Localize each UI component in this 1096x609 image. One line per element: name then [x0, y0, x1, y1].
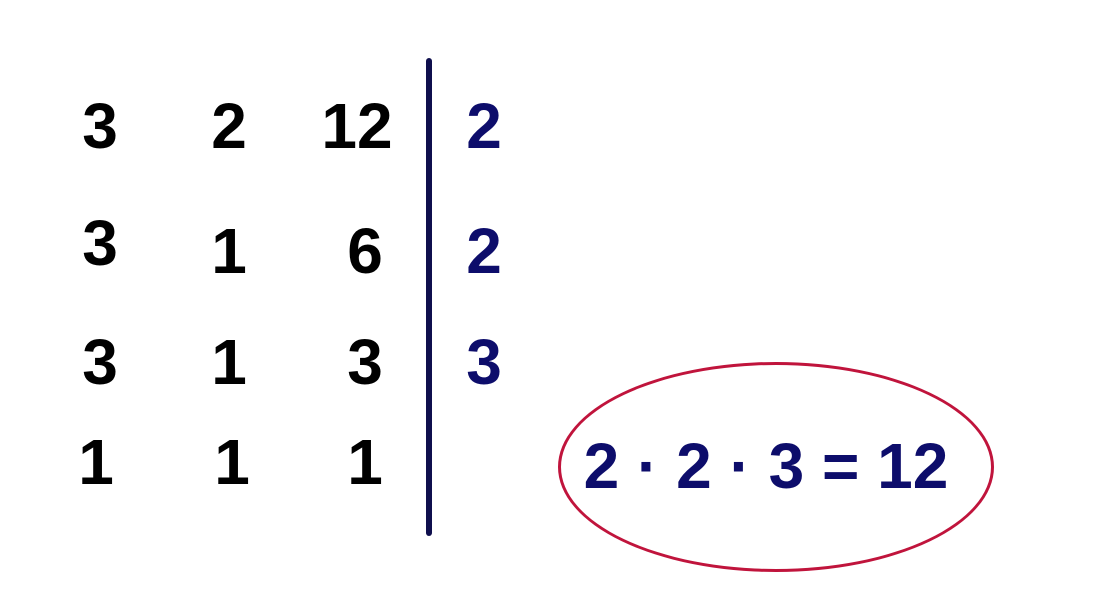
row4-value1: 1 — [78, 426, 114, 498]
row2-factor: 2 — [466, 215, 502, 287]
row3-value3: 3 — [347, 326, 383, 398]
row1-value2: 2 — [211, 90, 247, 162]
row2-value1: 3 — [82, 207, 118, 279]
result-ellipse — [558, 362, 994, 572]
row4-value3: 1 — [347, 426, 383, 498]
row3-value2: 1 — [211, 326, 247, 398]
result-equation: 2 · 2 · 3 = 12 — [583, 430, 949, 502]
division-line — [426, 58, 432, 536]
row1-value1: 3 — [82, 90, 118, 162]
row1-value3: 12 — [321, 90, 393, 162]
row2-value2: 1 — [211, 215, 247, 287]
row1-factor: 2 — [466, 90, 502, 162]
row4-value2: 1 — [214, 426, 250, 498]
row3-factor: 3 — [466, 326, 502, 398]
row2-value3: 6 — [347, 215, 383, 287]
row3-value1: 3 — [82, 326, 118, 398]
